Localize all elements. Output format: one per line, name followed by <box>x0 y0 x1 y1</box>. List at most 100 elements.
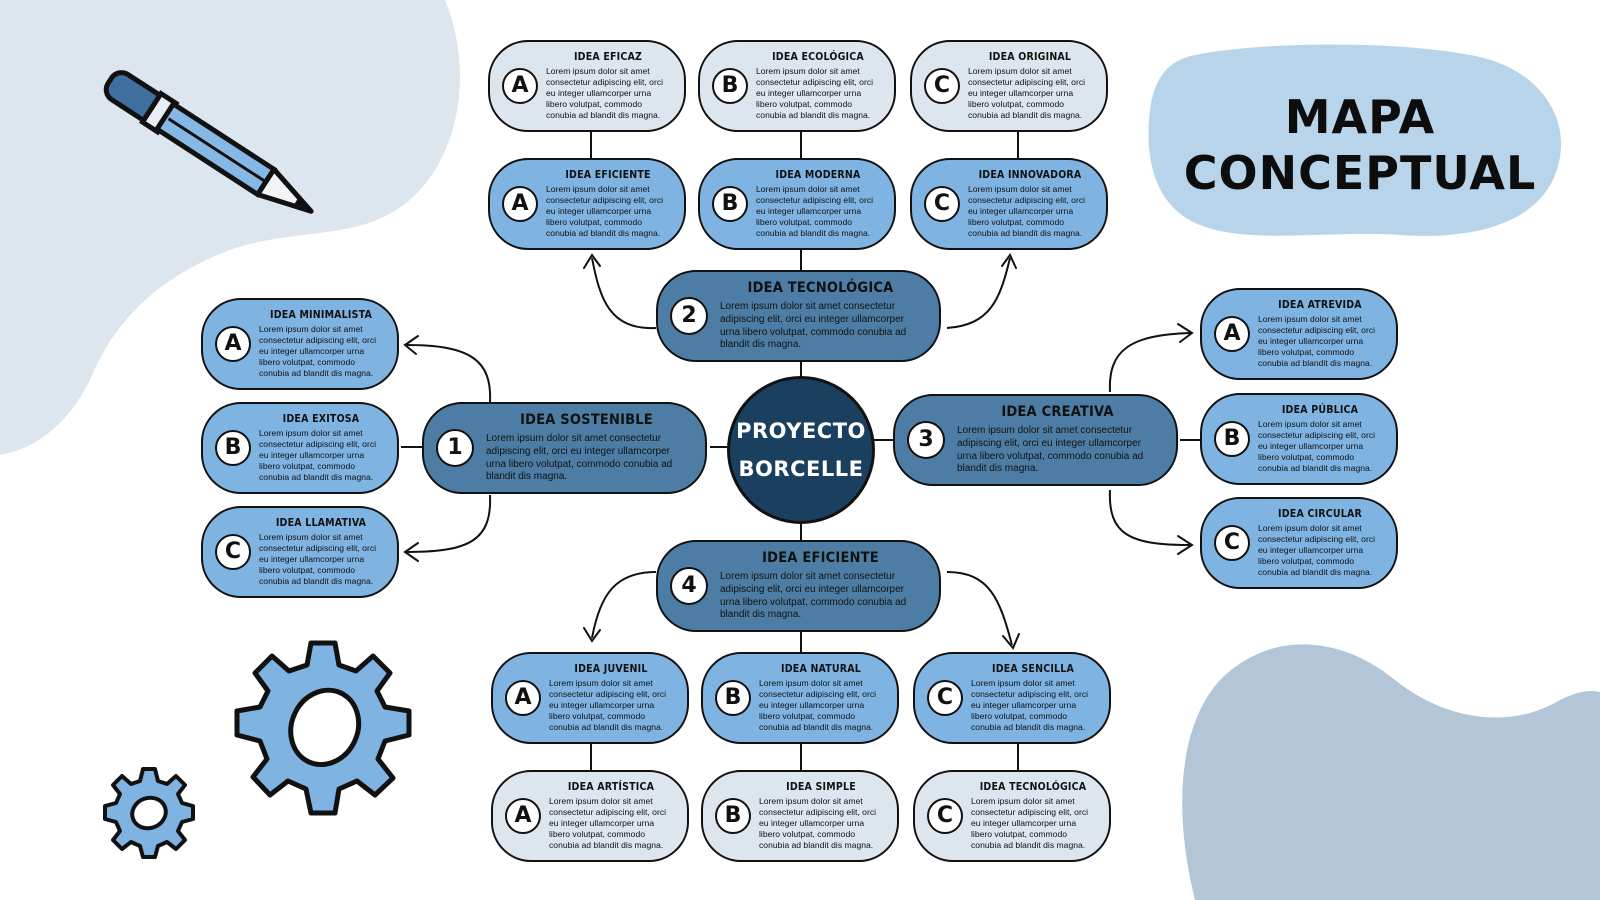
letter-badge: B <box>215 430 251 466</box>
letter-badge: C <box>927 798 963 834</box>
node-title: IDEA SIMPLE <box>786 781 856 793</box>
letter-badge: B <box>712 68 748 104</box>
center-line-1: PROYECTO <box>736 419 866 443</box>
branch-node-2: 2 IDEA TECNOLÓGICA Lorem ipsum dolor sit … <box>656 270 941 362</box>
node-body: Lorem ipsum dolor sit amet consectetur a… <box>968 66 1086 120</box>
bottom-right-blob <box>1182 644 1600 900</box>
idea-node-bottom-inner-c: C IDEA SENCILLA Lorem ipsum dolor sit ame… <box>913 652 1111 744</box>
node-body: Lorem ipsum dolor sit amet consectetur a… <box>971 678 1089 732</box>
letter-badge: B <box>715 798 751 834</box>
letter-badge: C <box>215 534 251 570</box>
node-title: IDEA TECNOLÓGICA <box>747 280 894 297</box>
node-title: IDEA JUVENIL <box>574 663 648 675</box>
letter-badge: B <box>715 680 751 716</box>
node-title: IDEA SENCILLA <box>992 663 1074 675</box>
node-body: Lorem ipsum dolor sit amet consectetur a… <box>1258 523 1376 577</box>
number-badge: 1 <box>436 429 474 467</box>
node-body: Lorem ipsum dolor sit amet consectetur a… <box>546 66 664 120</box>
idea-node-bottom-outer-a: A IDEA ARTÍSTICA Lorem ipsum dolor sit am… <box>491 770 689 862</box>
idea-node-top-outer-a: A IDEA EFICAZ Lorem ipsum dolor sit amet … <box>488 40 686 132</box>
node-title: IDEA INNOVADORA <box>978 169 1082 181</box>
node-body: Lorem ipsum dolor sit amet consectetur a… <box>1258 314 1376 368</box>
page-title: MAPA CONCEPTUAL <box>1184 70 1535 220</box>
idea-node-left-c: C IDEA LLAMATIVA Lorem ipsum dolor sit am… <box>201 506 399 598</box>
title-blob <box>1148 44 1562 236</box>
idea-node-left-a: A IDEA MINIMALISTA Lorem ipsum dolor sit … <box>201 298 399 390</box>
node-title: IDEA CIRCULAR <box>1278 508 1362 520</box>
node-body: Lorem ipsum dolor sit amet consectetur a… <box>720 571 907 621</box>
branch-node-4: 4 IDEA EFICIENTE Lorem ipsum dolor sit am… <box>656 540 941 632</box>
pencil-icon <box>103 70 314 214</box>
branch-node-1: 1 IDEA SOSTENIBLE Lorem ipsum dolor sit a… <box>422 402 707 494</box>
node-title: IDEA SOSTENIBLE <box>520 412 653 429</box>
idea-node-bottom-outer-b: B IDEA SIMPLE Lorem ipsum dolor sit amet … <box>701 770 899 862</box>
node-title: IDEA EFICIENTE <box>762 550 879 567</box>
title-line-1: MAPA <box>1284 90 1436 144</box>
letter-badge: A <box>505 798 541 834</box>
letter-badge: A <box>502 68 538 104</box>
letter-badge: C <box>1214 525 1250 561</box>
node-body: Lorem ipsum dolor sit amet consectetur a… <box>759 796 877 850</box>
node-title: IDEA MINIMALISTA <box>270 309 372 321</box>
letter-badge: A <box>215 326 251 362</box>
idea-node-top-inner-a: A IDEA EFICIENTE Lorem ipsum dolor sit am… <box>488 158 686 250</box>
node-body: Lorem ipsum dolor sit amet consectetur a… <box>549 796 667 850</box>
node-body: Lorem ipsum dolor sit amet consectetur a… <box>971 796 1089 850</box>
letter-badge: B <box>712 186 748 222</box>
letter-badge: C <box>927 680 963 716</box>
letter-badge: A <box>1214 316 1250 352</box>
idea-node-top-inner-b: B IDEA MODERNA Lorem ipsum dolor sit amet… <box>698 158 896 250</box>
node-body: Lorem ipsum dolor sit amet consectetur a… <box>759 678 877 732</box>
node-body: Lorem ipsum dolor sit amet consectetur a… <box>968 184 1086 238</box>
letter-badge: C <box>924 186 960 222</box>
node-title: IDEA ATREVIDA <box>1278 299 1362 311</box>
node-body: Lorem ipsum dolor sit amet consectetur a… <box>549 678 667 732</box>
letter-badge: C <box>924 68 960 104</box>
node-body: Lorem ipsum dolor sit amet consectetur a… <box>259 428 377 482</box>
node-title: IDEA EFICIENTE <box>565 169 651 181</box>
node-body: Lorem ipsum dolor sit amet consectetur a… <box>259 532 377 586</box>
small-gear-icon <box>103 767 195 859</box>
idea-node-bottom-inner-b: B IDEA NATURAL Lorem ipsum dolor sit amet… <box>701 652 899 744</box>
idea-node-right-a: A IDEA ATREVIDA Lorem ipsum dolor sit ame… <box>1200 288 1398 380</box>
node-title: IDEA CREATIVA <box>1001 404 1114 421</box>
branch-node-3: 3 IDEA CREATIVA Lorem ipsum dolor sit ame… <box>893 394 1178 486</box>
node-title: IDEA TECNOLÓGICA <box>979 781 1087 793</box>
center-line-2: BORCELLE <box>738 457 864 481</box>
idea-node-bottom-outer-c: C IDEA TECNOLÓGICA Lorem ipsum dolor sit … <box>913 770 1111 862</box>
node-body: Lorem ipsum dolor sit amet consectetur a… <box>756 66 874 120</box>
idea-node-top-outer-b: B IDEA ECOLÓGICA Lorem ipsum dolor sit am… <box>698 40 896 132</box>
node-body: Lorem ipsum dolor sit amet consectetur a… <box>259 324 377 378</box>
title-line-2: CONCEPTUAL <box>1183 146 1537 200</box>
idea-node-right-c: C IDEA CIRCULAR Lorem ipsum dolor sit ame… <box>1200 497 1398 589</box>
node-body: Lorem ipsum dolor sit amet consectetur a… <box>546 184 664 238</box>
number-badge: 2 <box>670 297 708 335</box>
node-body: Lorem ipsum dolor sit amet consectetur a… <box>720 301 907 351</box>
letter-badge: A <box>505 680 541 716</box>
idea-node-top-inner-c: C IDEA INNOVADORA Lorem ipsum dolor sit a… <box>910 158 1108 250</box>
node-title: IDEA EXITOSA <box>282 413 360 425</box>
number-badge: 3 <box>907 421 945 459</box>
node-title: IDEA LLAMATIVA <box>275 517 367 529</box>
idea-node-top-outer-c: C IDEA ORIGINAL Lorem ipsum dolor sit ame… <box>910 40 1108 132</box>
letter-badge: A <box>502 186 538 222</box>
node-body: Lorem ipsum dolor sit amet consectetur a… <box>1258 419 1376 473</box>
node-title: IDEA ARTÍSTICA <box>567 781 655 793</box>
node-title: IDEA EFICAZ <box>573 51 643 63</box>
number-badge: 4 <box>670 567 708 605</box>
node-title: IDEA ORIGINAL <box>988 51 1072 63</box>
node-title: IDEA MODERNA <box>775 169 861 181</box>
node-body: Lorem ipsum dolor sit amet consectetur a… <box>486 433 673 483</box>
node-body: Lorem ipsum dolor sit amet consectetur a… <box>957 425 1144 475</box>
node-title: IDEA NATURAL <box>781 663 861 675</box>
node-title: IDEA PÚBLICA <box>1281 404 1359 416</box>
node-body: Lorem ipsum dolor sit amet consectetur a… <box>756 184 874 238</box>
idea-node-left-b: B IDEA EXITOSA Lorem ipsum dolor sit amet… <box>201 402 399 494</box>
large-gear-icon <box>234 640 412 816</box>
node-title: IDEA ECOLÓGICA <box>772 51 864 63</box>
idea-node-bottom-inner-a: A IDEA JUVENIL Lorem ipsum dolor sit amet… <box>491 652 689 744</box>
center-node: PROYECTO BORCELLE <box>727 376 875 524</box>
top-left-blob <box>0 0 460 455</box>
